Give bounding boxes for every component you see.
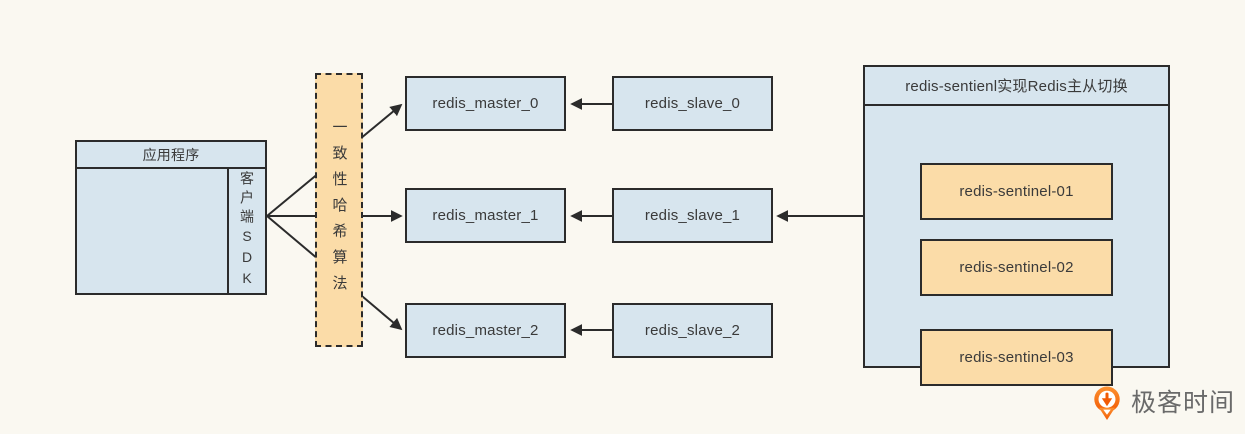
redis-master-2-box: redis_master_2 [405, 303, 566, 358]
geektime-logo-text: 极客时间 [1131, 389, 1236, 417]
geektime-logo: 极客时间 [1091, 384, 1235, 422]
redis-master-0-box: redis_master_0 [405, 76, 566, 131]
redis-master-1-box: redis_master_1 [405, 188, 566, 243]
client-sdk-label: 客户端SDK [227, 169, 265, 293]
redis-slave-1-box: redis_slave_1 [612, 188, 773, 243]
application-body: 客户端SDK [77, 169, 265, 293]
consistent-hash-box: 一致性哈希算法 [315, 73, 363, 347]
sentinel-cluster-title: redis-sentienl实现Redis主从切换 [865, 67, 1168, 106]
redis-slave-2-box: redis_slave_2 [612, 303, 773, 358]
redis-sentinel-01-box: redis-sentinel-01 [920, 163, 1113, 220]
redis-sentinel-02-box: redis-sentinel-02 [920, 239, 1113, 296]
redis-slave-0-box: redis_slave_0 [612, 76, 773, 131]
redis-sentinel-03-box: redis-sentinel-03 [920, 329, 1113, 386]
application-box: 应用程序 客户端SDK [75, 140, 267, 295]
geektime-logo-icon [1094, 386, 1120, 420]
sentinel-cluster-body: redis-sentinel-01 redis-sentinel-02 redi… [865, 106, 1168, 386]
application-title: 应用程序 [77, 142, 265, 169]
application-main-area [77, 169, 227, 293]
sentinel-cluster-box: redis-sentienl实现Redis主从切换 redis-sentinel… [863, 65, 1170, 386]
